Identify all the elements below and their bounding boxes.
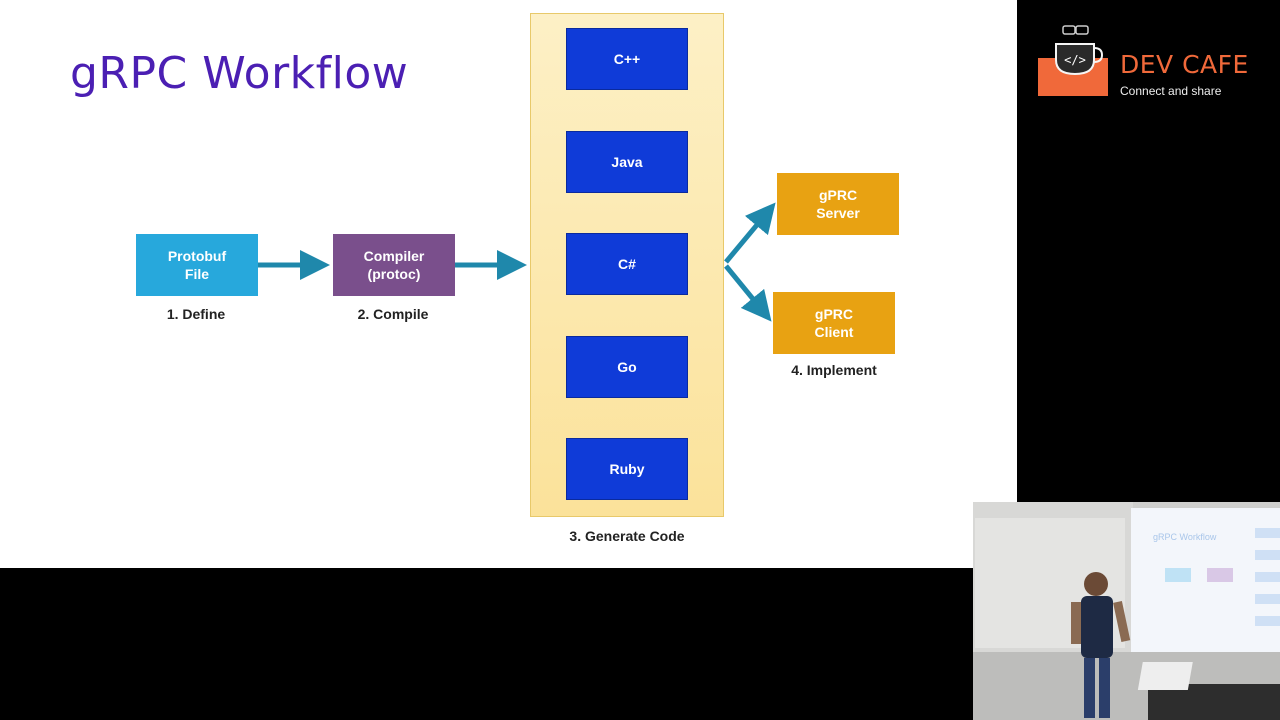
brand-tagline: Connect and share xyxy=(1120,84,1222,98)
language-box-cpp: C++ xyxy=(566,28,688,90)
language-label: Go xyxy=(617,359,637,375)
speaker-camera-inset: gRPC Workflow xyxy=(973,502,1280,720)
language-box-csharp: C# xyxy=(566,233,688,295)
protobuf-file-label: Protobuf File xyxy=(167,248,227,282)
protobuf-file-box: Protobuf File xyxy=(136,234,258,296)
language-label: Ruby xyxy=(609,461,645,477)
step-implement: 4. Implement xyxy=(791,362,877,378)
grpc-client-box: gPRC Client xyxy=(773,292,895,354)
grpc-client-label: gPRC Client xyxy=(814,306,854,340)
step-compile: 2. Compile xyxy=(357,306,429,322)
language-label: C# xyxy=(618,256,636,272)
language-label: Java xyxy=(611,154,643,170)
svg-text:</>: </> xyxy=(1064,53,1086,67)
step-generate: 3. Generate Code xyxy=(569,528,685,544)
grpc-server-box: gPRC Server xyxy=(777,173,899,235)
dev-cafe-logo: </> DEV CAFE Connect and share xyxy=(1036,24,1266,104)
presentation-slide: gRPC Workflow Protobuf File 1. Define Co… xyxy=(0,0,1017,568)
brand-name: DEV CAFE xyxy=(1120,50,1249,79)
compiler-box: Compiler (protoc) xyxy=(333,234,455,296)
arrow-generate-to-client xyxy=(724,264,772,322)
slide-title: gRPC Workflow xyxy=(70,48,409,99)
language-box-java: Java xyxy=(566,131,688,193)
language-label: C++ xyxy=(613,51,641,67)
compiler-label: Compiler (protoc) xyxy=(363,248,425,282)
flow-arrows xyxy=(258,202,776,322)
speaker-video-frame xyxy=(973,502,1280,720)
coffee-cup-icon: </> xyxy=(1038,25,1108,96)
arrow-generate-to-server xyxy=(724,202,776,264)
projected-slide-title: gRPC Workflow xyxy=(1153,532,1217,542)
language-box-go: Go xyxy=(566,336,688,398)
step-define: 1. Define xyxy=(166,306,226,322)
grpc-server-label: gPRC Server xyxy=(816,187,860,221)
language-box-ruby: Ruby xyxy=(566,438,688,500)
